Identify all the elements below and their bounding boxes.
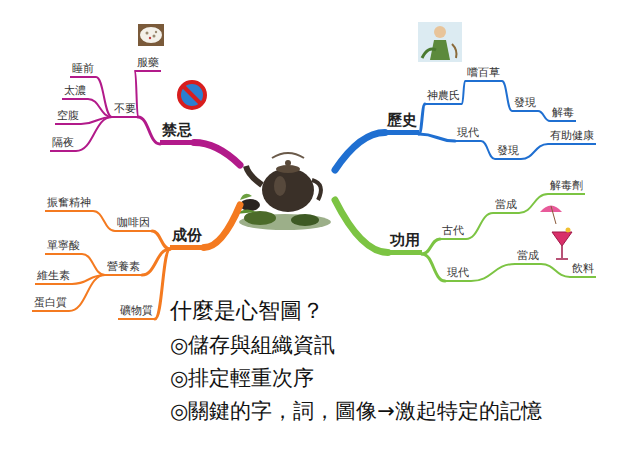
umbrella-picture xyxy=(540,206,562,225)
branch-topic: 神農氏 xyxy=(425,89,462,105)
topic-text: 解毒 xyxy=(552,106,574,119)
branch-line xyxy=(93,211,115,231)
branch-line xyxy=(422,254,445,281)
topic-text: 太濃 xyxy=(64,84,86,97)
branch-line xyxy=(462,81,465,104)
topic-text: 隔夜 xyxy=(52,136,74,149)
branch-topic: 太濃 xyxy=(62,84,88,100)
branch-topic: 當成 xyxy=(493,198,519,214)
branch-line xyxy=(419,104,425,134)
topic-text: 單寧酸 xyxy=(47,239,80,252)
branch-line xyxy=(502,81,512,111)
topic-text: 嚐百草 xyxy=(467,66,500,79)
main-branch xyxy=(194,143,240,166)
topic-text: 空腹 xyxy=(57,109,79,122)
branch-line xyxy=(481,141,495,159)
topic-text: 歷史 xyxy=(387,111,417,129)
branch-topic: 空腹 xyxy=(55,109,81,125)
branch-topic: 不要 xyxy=(112,102,138,118)
branch-topic: 現代 xyxy=(445,266,471,282)
branch-topic: 嚐百草 xyxy=(465,66,502,82)
drink-picture xyxy=(552,228,572,260)
topic-text: 成份 xyxy=(172,226,202,244)
shennong-picture xyxy=(418,22,462,62)
branch-line xyxy=(419,134,455,141)
branch-topic: 咖啡因 xyxy=(115,216,152,232)
branch-line xyxy=(521,144,548,159)
branch-topic: 單寧酸 xyxy=(45,239,82,255)
topic-text: 現代 xyxy=(457,126,479,139)
topic-text: 發現 xyxy=(497,144,519,157)
topic-text: 當成 xyxy=(517,249,539,262)
topic-text: 解毒劑 xyxy=(550,179,583,192)
branch-topic: 有助健康 xyxy=(548,129,596,145)
branch-topic: 維生素 xyxy=(35,269,72,285)
topic-text: 古代 xyxy=(442,224,464,237)
main-branch xyxy=(204,205,240,248)
topic-text: 飲料 xyxy=(572,262,594,275)
topic-text: 服藥 xyxy=(137,56,159,69)
topic-text: 咖啡因 xyxy=(117,216,150,229)
branch-topic: 發現 xyxy=(495,144,521,160)
branch-line xyxy=(152,231,170,249)
topic-text: 蛋白質 xyxy=(34,296,67,309)
teapot-picture xyxy=(236,153,331,230)
branch-line xyxy=(471,264,515,281)
branch-topic: 隔夜 xyxy=(50,136,76,152)
topic-text: 不要 xyxy=(114,102,136,115)
main-topic: 歷史 xyxy=(385,111,419,135)
rice-picture xyxy=(138,24,164,46)
main-topic: 功用 xyxy=(388,231,422,255)
main-branch xyxy=(335,133,385,171)
branch-topic: 飲料 xyxy=(570,262,596,278)
branch-topic: 解毒 xyxy=(550,106,576,122)
no-sign xyxy=(179,82,205,108)
bullet-point: ◎排定輕重次序 xyxy=(170,365,314,392)
topic-text: 功用 xyxy=(390,231,420,249)
branch-line xyxy=(96,77,112,117)
branch-line xyxy=(88,99,112,117)
branch-line xyxy=(466,213,493,239)
branch-line xyxy=(422,239,440,254)
branch-topic: 蛋白質 xyxy=(32,296,69,312)
topic-text: 神農氏 xyxy=(427,89,460,102)
branch-topic: 振奮精神 xyxy=(45,196,93,212)
branch-topic: 解毒劑 xyxy=(548,179,585,195)
branch-topic: 現代 xyxy=(455,126,481,142)
topic-text: 礦物質 xyxy=(120,304,153,317)
branch-line xyxy=(538,111,550,121)
title: 什麼是心智圖？ xyxy=(170,297,324,326)
bullet-point: ◎關鍵的字，詞，圖像→激起特定的記憶 xyxy=(170,398,542,425)
bullet-point: ◎儲存與組織資訊 xyxy=(170,332,335,359)
topic-text: 發現 xyxy=(514,96,536,109)
topic-text: 禁忌 xyxy=(162,121,192,139)
topic-text: 有助健康 xyxy=(550,129,594,142)
branch-line xyxy=(82,254,105,275)
branch-line xyxy=(155,249,170,319)
topic-text: 維生素 xyxy=(37,269,70,282)
branch-topic: 當成 xyxy=(515,249,541,265)
topic-text: 當成 xyxy=(495,198,517,211)
branch-topic: 古代 xyxy=(440,224,466,240)
main-topic: 禁忌 xyxy=(160,121,194,145)
branch-line xyxy=(519,194,548,213)
branch-topic: 營養素 xyxy=(105,260,142,276)
branch-topic: 礦物質 xyxy=(118,304,155,320)
main-branch xyxy=(335,200,388,253)
topic-text: 現代 xyxy=(447,266,469,279)
topic-text: 營養素 xyxy=(107,260,140,273)
branch-topic: 發現 xyxy=(512,96,538,112)
topic-text: 振奮精神 xyxy=(47,196,91,209)
branch-line xyxy=(541,264,570,277)
topic-text: 睡前 xyxy=(72,62,94,75)
main-topic: 成份 xyxy=(170,226,204,250)
branch-line xyxy=(138,117,160,144)
branch-line xyxy=(69,275,105,311)
branch-line xyxy=(76,117,112,151)
branch-topic: 睡前 xyxy=(70,62,96,78)
branch-topic: 服藥 xyxy=(135,56,161,72)
